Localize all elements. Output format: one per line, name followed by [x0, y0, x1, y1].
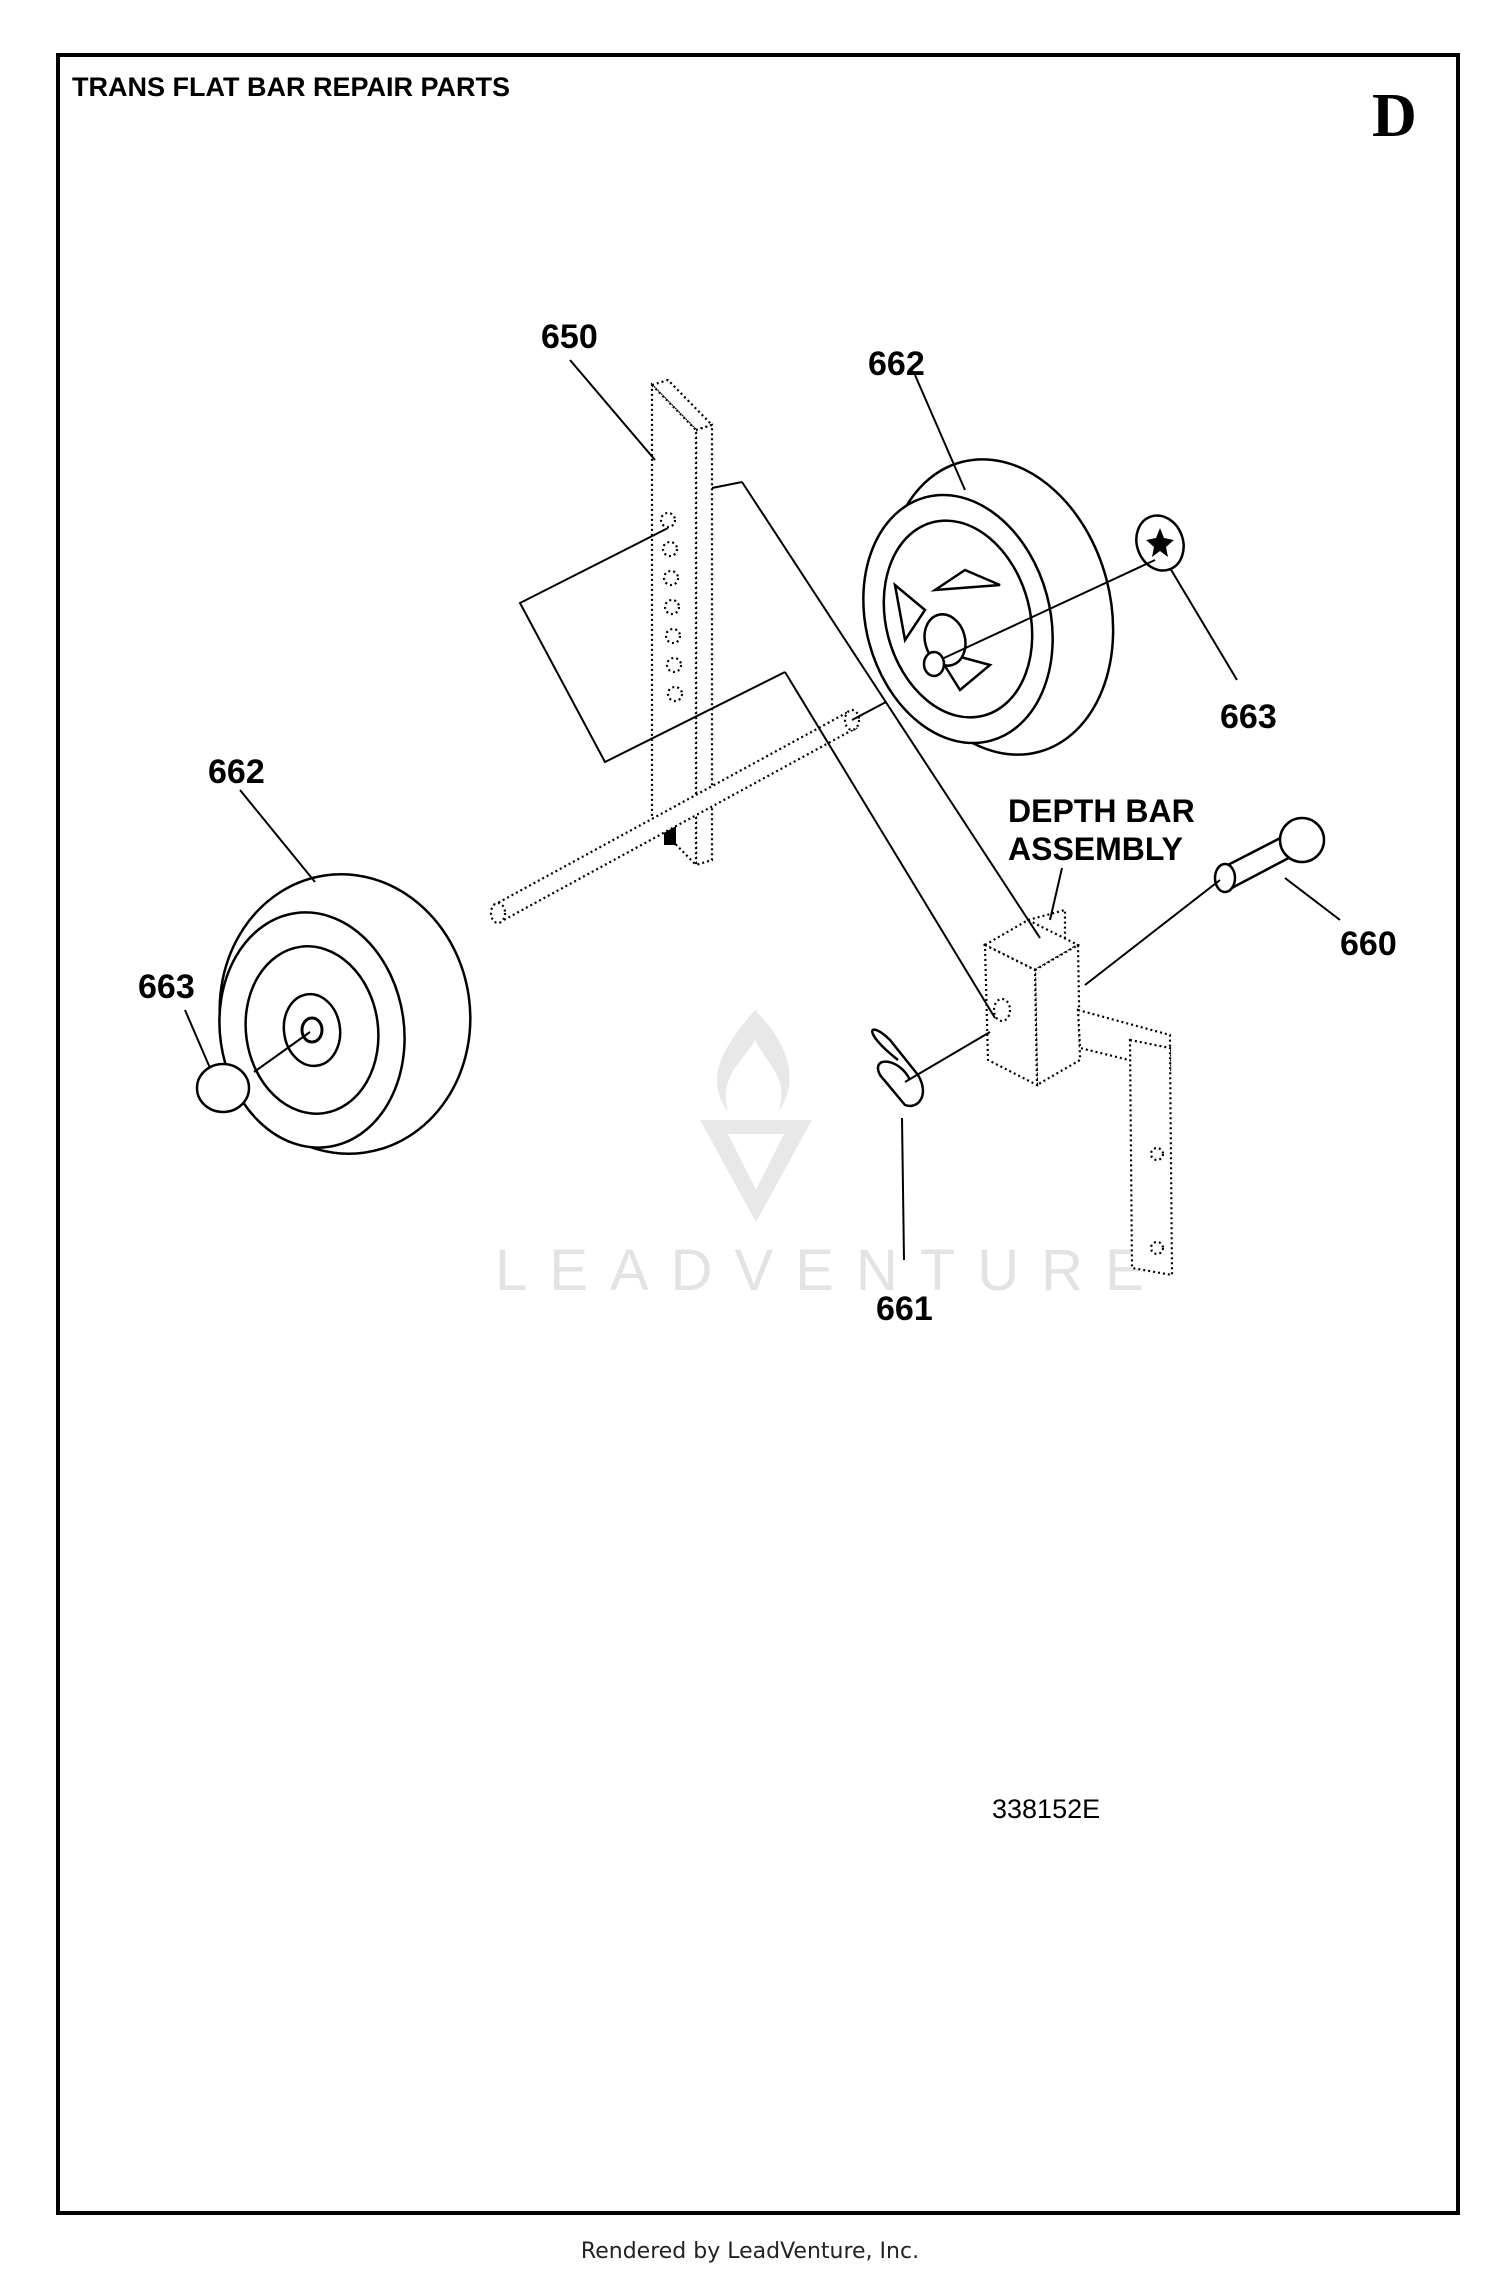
callout-662-top: 662 — [868, 345, 925, 383]
axle — [489, 708, 861, 925]
watermark-flame-icon — [716, 1010, 790, 1112]
part-662-wheel-left — [218, 873, 472, 1155]
callout-661: 661 — [876, 1290, 933, 1328]
bracket-outline — [518, 527, 786, 764]
leader-lines — [184, 359, 1341, 1261]
watermark: LEADVENTURE — [495, 1010, 1166, 1303]
part-663-hubcap-right — [1135, 514, 1185, 572]
diagram-title: TRANS FLAT BAR REPAIR PARTS — [72, 72, 510, 102]
part-661-hair-pin — [871, 1028, 925, 1108]
part-663-hubcap-left — [195, 1062, 251, 1114]
watermark-text: LEADVENTURE — [495, 1238, 1166, 1303]
depth-bar-assembly — [982, 908, 1174, 1277]
part-650-depth-bar — [649, 378, 715, 868]
assembly-label-line1: DEPTH BAR — [1008, 793, 1195, 829]
drawing-code: 338152E — [992, 1794, 1100, 1824]
part-662-wheel-right — [862, 458, 1115, 756]
callout-663-left: 663 — [138, 968, 195, 1006]
callout-650: 650 — [541, 318, 598, 356]
part-660-clevis-pin — [1213, 816, 1326, 894]
page-letter: D — [1372, 82, 1417, 150]
assembly-label-line2: ASSEMBLY — [1008, 831, 1183, 867]
watermark-v-icon — [700, 1120, 812, 1222]
footer-credit: Rendered by LeadVenture, Inc. — [581, 2239, 919, 2264]
callout-660: 660 — [1340, 925, 1397, 963]
callout-663-top: 663 — [1220, 698, 1277, 736]
callout-662-left: 662 — [208, 753, 265, 791]
diagram-frame — [56, 53, 1460, 2215]
